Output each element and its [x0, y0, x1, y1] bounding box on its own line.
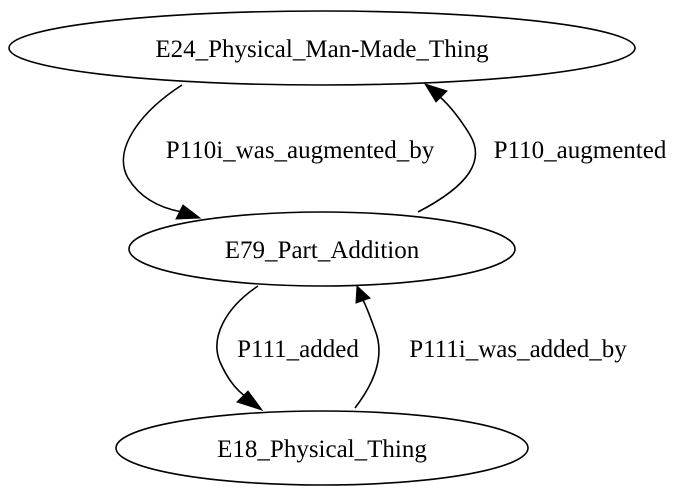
- node-e24-shape: [8, 10, 636, 86]
- edge-label-p110-augmented: P110_augmented: [494, 137, 667, 164]
- node-e24-label: E24_Physical_Man-Made_Thing: [155, 36, 489, 63]
- node-e24-physical-man-made-thing: E24_Physical_Man-Made_Thing: [8, 10, 636, 86]
- edge-p111i-was-added-by-line: [354, 299, 380, 409]
- arrowhead-into-e79-left: [175, 204, 202, 220]
- edge-label-p111-added: P111_added: [237, 336, 359, 363]
- edge-p110-augmented-line: [417, 96, 477, 213]
- edge-p111i-was-added-by: P111i_was_added_by: [354, 284, 627, 409]
- node-e18-shape: [115, 410, 529, 486]
- edge-p111-added: P111_added: [216, 285, 359, 411]
- edge-p110i-was-augmented-by-line: [122, 84, 183, 213]
- edge-p111-added-line: [216, 285, 259, 399]
- edge-p110i-was-augmented-by: P110i_was_augmented_by: [122, 84, 435, 220]
- node-e79-shape: [128, 211, 516, 287]
- edge-p110-augmented: P110_augmented: [417, 83, 667, 213]
- arrowhead-into-e24-right: [423, 83, 448, 103]
- arrowhead-into-e18-left: [236, 390, 264, 411]
- node-e79-label: E79_Part_Addition: [225, 237, 420, 264]
- node-e18-physical-thing: E18_Physical_Thing: [115, 410, 529, 486]
- node-e79-part-addition: E79_Part_Addition: [128, 211, 516, 287]
- edge-label-p111i-was-added-by: P111i_was_added_by: [409, 336, 627, 363]
- arrowhead-into-e79-right: [355, 284, 371, 304]
- edge-label-p110i-was-augmented-by: P110i_was_augmented_by: [166, 137, 435, 164]
- node-e18-label: E18_Physical_Thing: [217, 436, 427, 463]
